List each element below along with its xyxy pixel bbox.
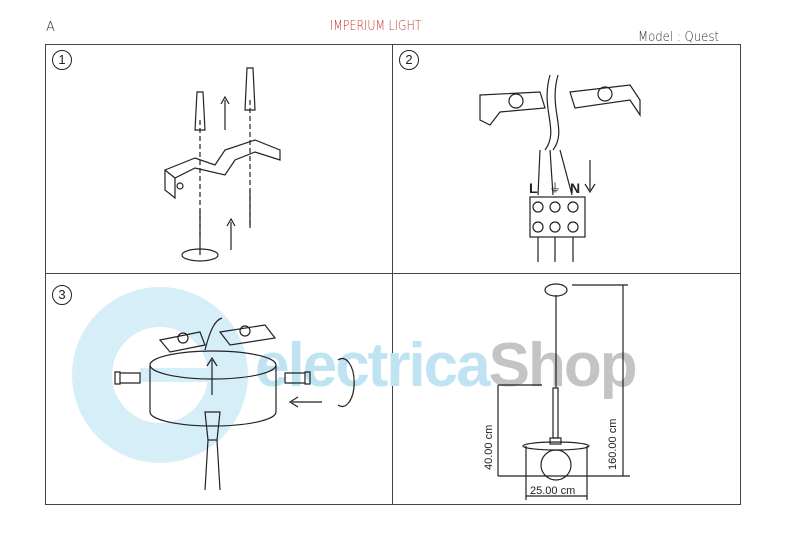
- instruction-frame: [45, 44, 741, 505]
- divider-vertical: [392, 44, 393, 505]
- step-number-2: 2: [399, 50, 419, 70]
- brand-title: IMPERIUM LIGHT: [330, 19, 422, 34]
- model-label: Model : Quest: [638, 30, 720, 45]
- dimension-width: 25.00 cm: [530, 485, 576, 497]
- watermark-logo: electricaShop: [255, 335, 638, 397]
- step-number-3: 3: [52, 285, 72, 305]
- dimension-total-height: 160.00 cm: [607, 418, 619, 470]
- page-letter: A: [46, 20, 55, 35]
- terminal-label-earth: ⏚: [549, 181, 562, 195]
- terminal-label-live: L: [529, 180, 538, 196]
- terminal-label-neutral: N: [570, 180, 581, 196]
- dimension-shade-drop: 40.00 cm: [483, 424, 495, 470]
- step-number-1: 1: [52, 50, 72, 70]
- watermark-part1: electrica: [255, 331, 491, 400]
- watermark-part2: Shop: [488, 331, 638, 400]
- divider-horizontal: [45, 273, 741, 274]
